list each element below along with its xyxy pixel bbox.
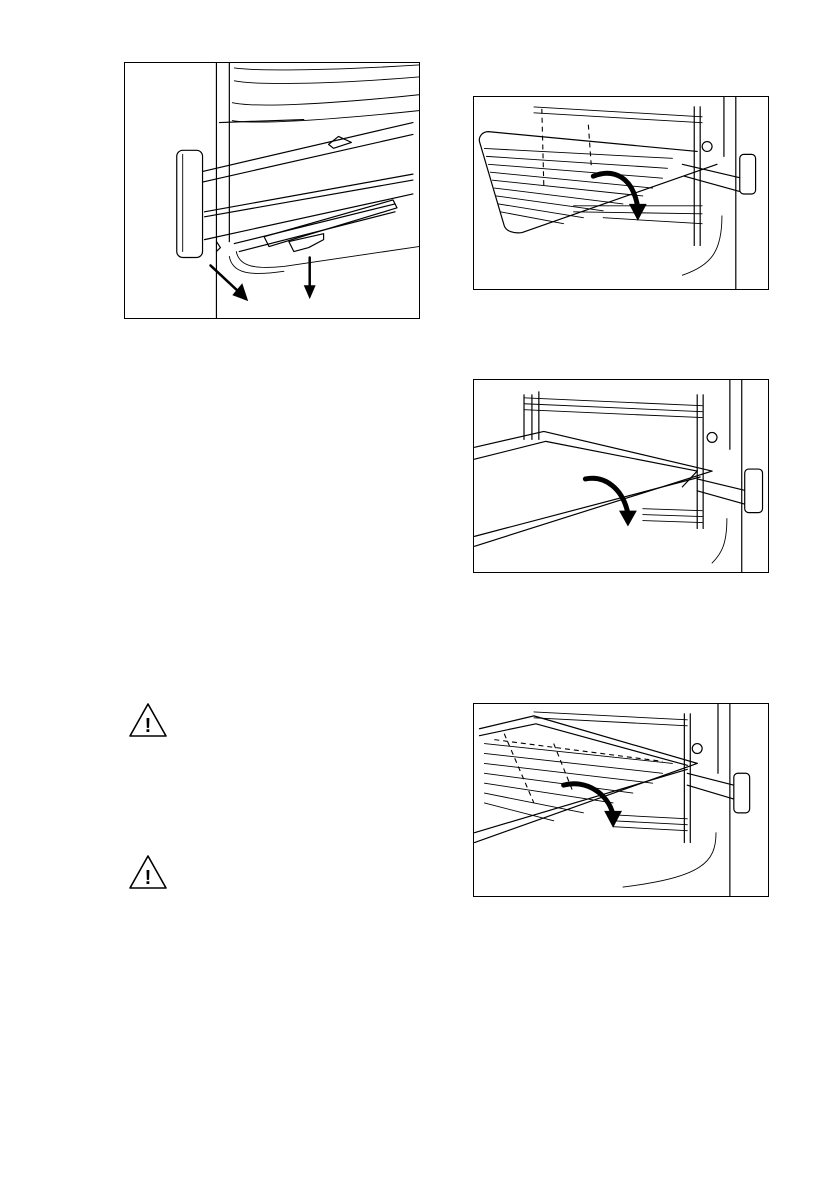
figure-telescopic-runner-pull (124, 62, 420, 319)
warning-triangle-icon: ! (128, 854, 168, 890)
baking-tray-illustration (474, 380, 768, 572)
figure-wire-shelf-insert (473, 96, 769, 290)
warning-triangle-icon: ! (128, 702, 168, 738)
figure-shelf-and-tray-insert (473, 703, 769, 897)
warning-icon-2: ! (128, 854, 168, 890)
figure-baking-tray-insert (473, 379, 769, 573)
shelf-and-tray-illustration (474, 704, 768, 896)
warning-glyph: ! (145, 867, 152, 889)
telescopic-runner-illustration (125, 63, 419, 318)
warning-glyph: ! (145, 715, 152, 737)
warning-icon-1: ! (128, 702, 168, 738)
wire-shelf-illustration (474, 97, 768, 289)
